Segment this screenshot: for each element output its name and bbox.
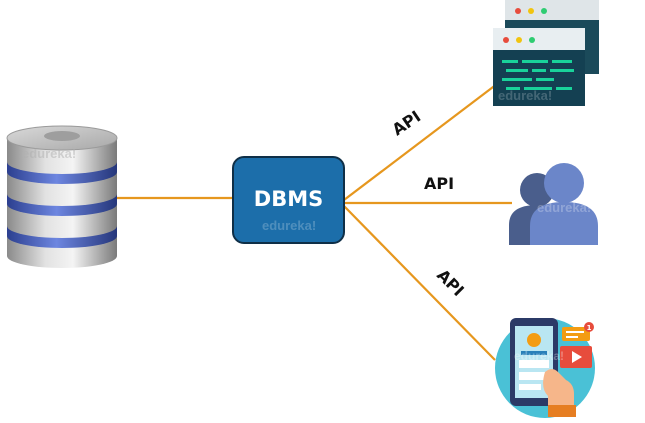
connectors	[116, 83, 512, 361]
notification-count: 1	[587, 324, 592, 332]
server-windows-icon: edureka!	[493, 0, 599, 106]
api-label-users: API	[424, 174, 454, 193]
mobile-app-icon: 1 edureka!	[495, 318, 595, 418]
api-label-server: API	[389, 107, 425, 140]
watermark-db: edureka!	[22, 146, 76, 161]
dbms-to-server-line	[343, 83, 498, 201]
watermark-users: edureka!	[537, 200, 591, 215]
database-icon: edureka!	[6, 125, 118, 268]
dbms-box	[232, 156, 345, 244]
watermark-app: edureka!	[514, 349, 564, 363]
watermark-server: edureka!	[498, 88, 552, 103]
api-label-app: API	[433, 265, 468, 300]
users-icon: edureka!	[509, 163, 598, 245]
dbms-label: DBMS	[254, 187, 323, 211]
dbms-node: DBMS edureka!	[232, 156, 345, 244]
dbms-to-app-line	[343, 205, 496, 361]
watermark-dbms: edureka!	[262, 218, 316, 233]
